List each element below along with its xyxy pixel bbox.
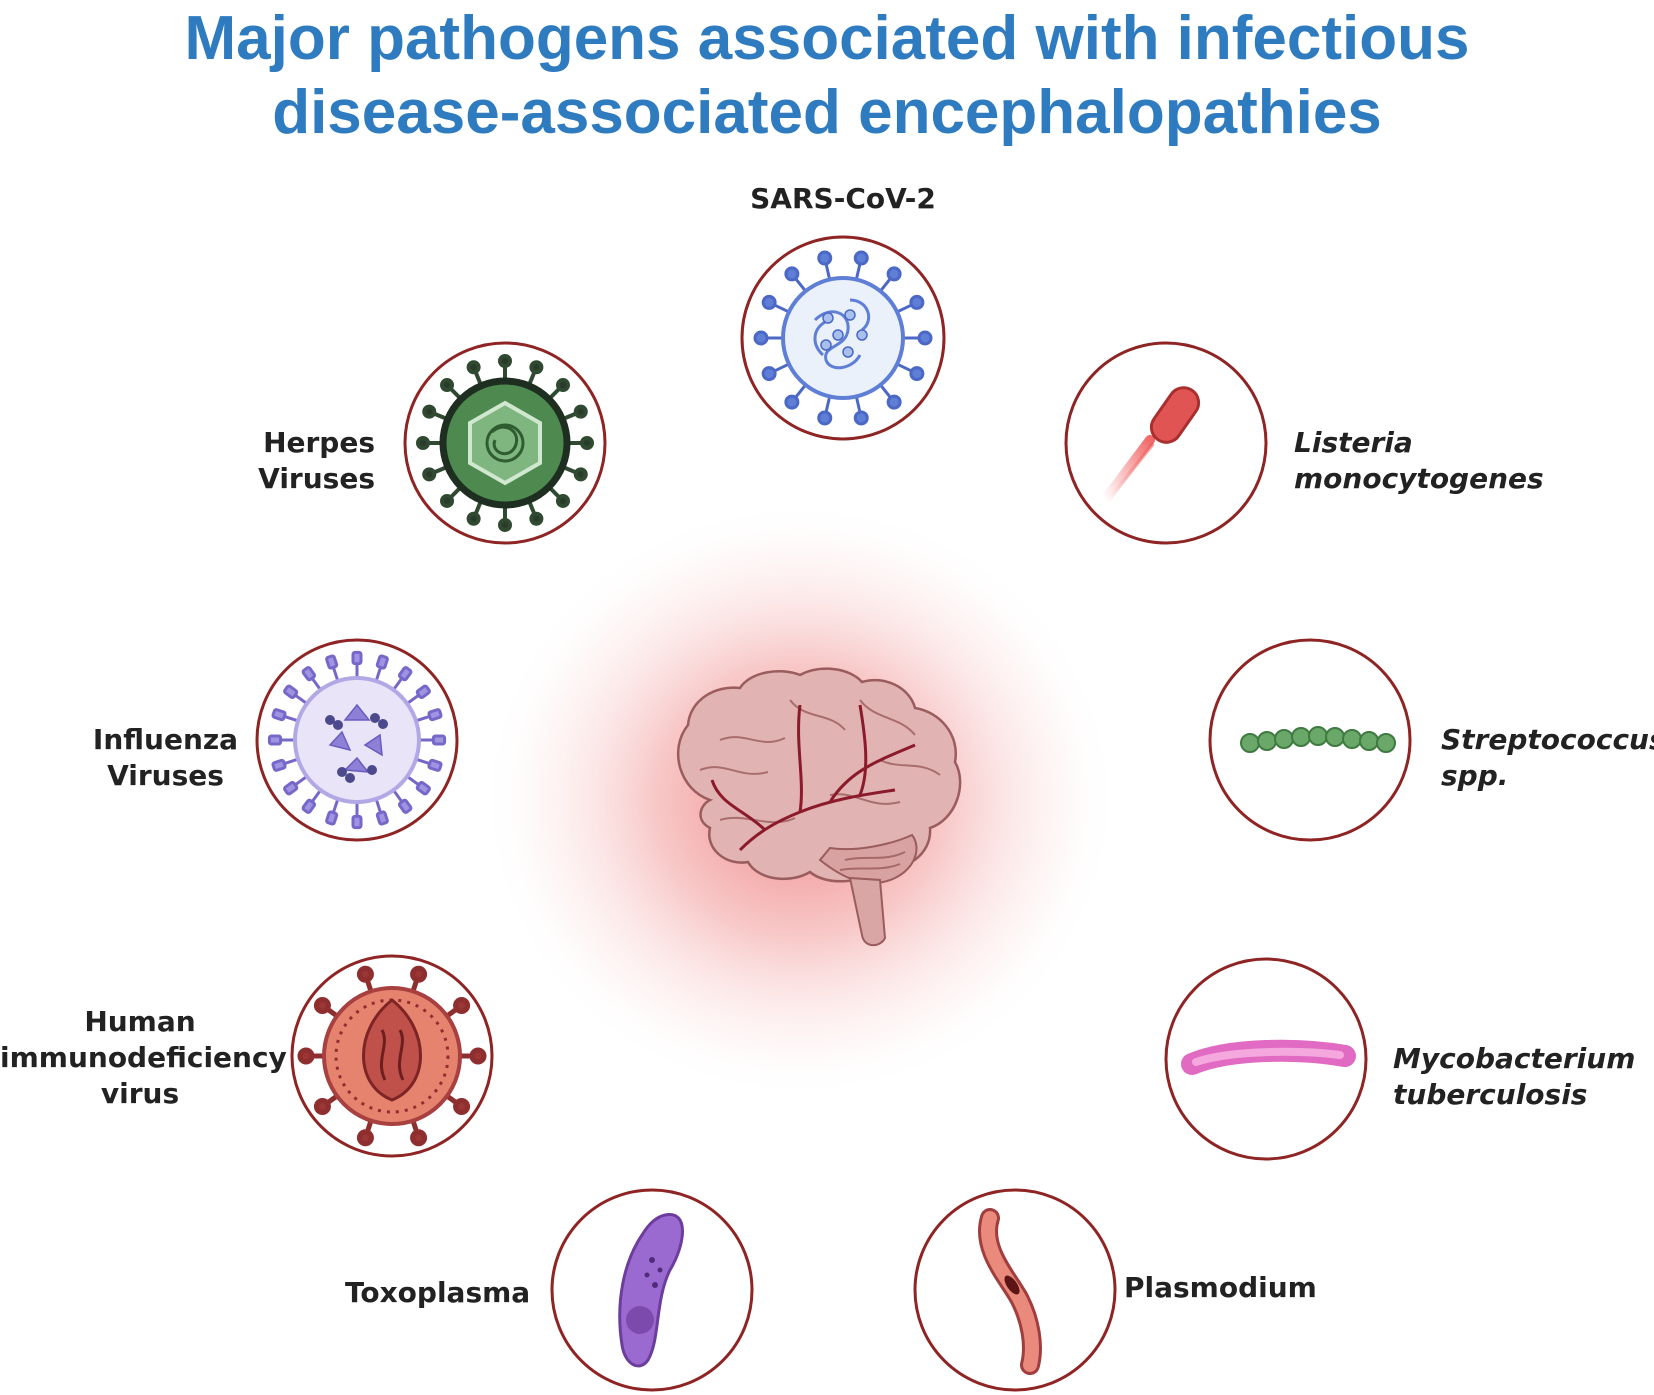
spike-head: [351, 650, 363, 666]
label-herpes: Herpes Viruses: [258, 426, 375, 495]
spike-head: [853, 410, 869, 426]
spike-head: [313, 1098, 331, 1116]
spike-head: [397, 666, 413, 682]
spike-head: [784, 266, 800, 282]
spike-head: [453, 1098, 471, 1116]
spike-head: [753, 330, 769, 346]
spike-head: [784, 394, 800, 410]
spike-head: [469, 1047, 487, 1065]
brain-icon: [676, 667, 962, 947]
spike-head: [351, 814, 363, 830]
rod-bacterium-icon: [1100, 386, 1201, 505]
spike-head: [573, 467, 588, 482]
spike-head: [271, 708, 287, 722]
spike-head: [573, 404, 588, 419]
spike-head: [817, 250, 833, 266]
plasmodium-icon: [978, 1208, 1042, 1375]
spike-head: [917, 330, 933, 346]
label-strep: Streptococcus spp.: [1441, 723, 1654, 792]
spike-head: [555, 378, 570, 393]
spike-head: [440, 493, 455, 508]
title-line-2: disease-associated encephalopathies: [272, 78, 1382, 147]
spike-head: [886, 394, 902, 410]
spike-head: [909, 366, 925, 382]
spike-head: [416, 436, 430, 450]
spike-head: [440, 378, 455, 393]
spike-head: [375, 654, 389, 670]
spike-head: [301, 666, 317, 682]
coronavirus-icon: [753, 250, 933, 426]
spike-head: [453, 996, 471, 1014]
spike-head: [853, 250, 869, 266]
spike-head: [313, 996, 331, 1014]
spike-head: [909, 294, 925, 310]
spike-head: [283, 684, 299, 700]
label-myco: Mycobacterium tuberculosis: [1393, 1042, 1636, 1111]
spike-head: [422, 467, 437, 482]
cocci-chain-icon: [1240, 726, 1396, 753]
spike-head: [397, 798, 413, 814]
spike-head: [325, 810, 339, 826]
label-hiv: Human immunodeficiency virus: [0, 1005, 287, 1110]
spike-head: [356, 1129, 374, 1147]
spike-head: [427, 708, 443, 722]
label-sars: SARS-CoV-2: [750, 182, 936, 215]
spike-head: [415, 684, 431, 700]
spike-head: [356, 965, 374, 983]
spike-head: [498, 354, 512, 368]
spike-head: [267, 734, 283, 746]
spike-head: [410, 1129, 428, 1147]
label-plasmo: Plasmodium: [1124, 1271, 1317, 1304]
diagram-title: Major pathogens associated with infectio…: [0, 2, 1654, 150]
spike-head: [431, 734, 447, 746]
label-influenza: Influenza Viruses: [92, 723, 239, 792]
spike-head: [817, 410, 833, 426]
influenza-virus-icon: [267, 650, 447, 830]
spike-head: [529, 511, 544, 526]
spike-head: [498, 518, 512, 532]
spike-head: [427, 758, 443, 772]
spike-head: [325, 654, 339, 670]
spike-head: [761, 366, 777, 382]
spike-head: [761, 294, 777, 310]
bacillus-icon: [1181, 1039, 1356, 1075]
spike-head: [529, 360, 544, 375]
spike-head: [422, 404, 437, 419]
spike-head: [580, 436, 594, 450]
spike-head: [297, 1047, 315, 1065]
toxoplasma-icon: [618, 1213, 684, 1368]
label-toxo: Toxoplasma: [345, 1276, 531, 1309]
spike-head: [886, 266, 902, 282]
spike-head: [301, 798, 317, 814]
spike-head: [283, 780, 299, 796]
spike-head: [466, 360, 481, 375]
spike-head: [271, 758, 287, 772]
spike-head: [466, 511, 481, 526]
spike-head: [415, 780, 431, 796]
spike-head: [375, 810, 389, 826]
label-listeria: Listeria monocytogenes: [1294, 426, 1544, 495]
herpes-virus-icon: [416, 354, 594, 532]
hiv-virus-icon: [297, 965, 487, 1147]
spike-head: [555, 493, 570, 508]
title-line-1: Major pathogens associated with infectio…: [184, 4, 1470, 73]
spike-head: [410, 965, 428, 983]
